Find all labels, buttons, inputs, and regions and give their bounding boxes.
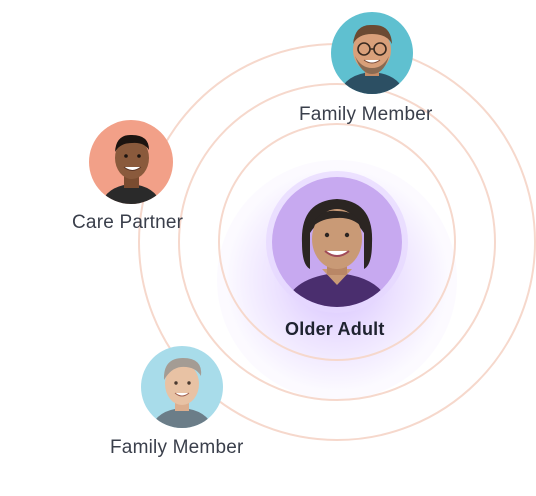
person-photo-icon	[89, 120, 173, 204]
family-member-label-top: Family Member	[299, 104, 433, 125]
person-photo-icon	[272, 177, 402, 307]
care-partner-avatar	[89, 120, 173, 204]
person-photo-icon	[141, 346, 223, 428]
family-member-avatar-top	[331, 12, 413, 94]
older-adult-label: Older Adult	[285, 319, 385, 339]
orbit-ring-middle	[178, 83, 496, 401]
family-member-label-bottom: Family Member	[110, 437, 244, 458]
person-photo-icon	[331, 12, 413, 94]
orbit-ring-inner	[218, 123, 456, 361]
older-adult-avatar	[272, 177, 402, 307]
family-member-avatar-bottom	[141, 346, 223, 428]
care-partner-label: Care Partner	[72, 212, 184, 233]
